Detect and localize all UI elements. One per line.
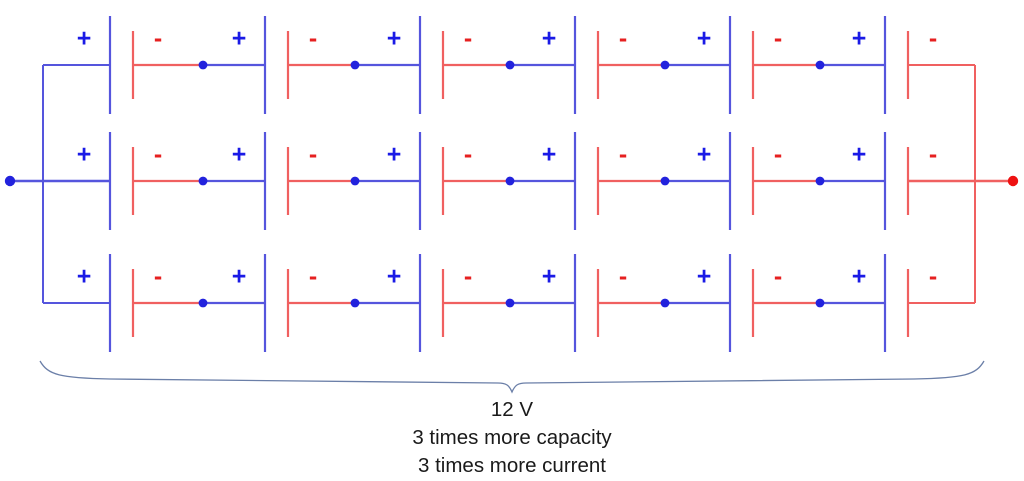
- caption-block: 12 V 3 times more capacity 3 times more …: [412, 398, 612, 477]
- row2-cell-1: - +: [131, 132, 267, 230]
- row2-cell2-plus-label: +: [387, 141, 402, 169]
- row1-cell5-junction-dot: [815, 60, 825, 70]
- caption-voltage: 12 V: [491, 398, 533, 421]
- row1-cell1-plus-label: +: [232, 25, 247, 53]
- row3-cell-4: - +: [596, 254, 732, 352]
- row3-cell1-minus-label: -: [154, 263, 162, 291]
- row1-cell1-junction-dot: [198, 60, 208, 70]
- row1-lead-plus-label: +: [77, 25, 92, 53]
- row2-cell5-minus-label: -: [774, 141, 782, 169]
- right-negative-bus: [908, 64, 1019, 304]
- row1-cell-4: - +: [596, 16, 732, 114]
- row3-cell2-minus-label: -: [309, 263, 317, 291]
- row1-cell4-junction-dot: [660, 60, 670, 70]
- row3-trail-minus-label: -: [929, 263, 937, 291]
- row3-cell-2: - +: [286, 254, 422, 352]
- row3-cell4-minus-label: -: [619, 263, 627, 291]
- row1-cell1-minus-label: -: [154, 25, 162, 53]
- row2-lead-plus-label: +: [77, 141, 92, 169]
- row2-cell4-minus-label: -: [619, 141, 627, 169]
- row1-cell2-minus-label: -: [309, 25, 317, 53]
- row2-cell3-junction-dot: [505, 176, 515, 186]
- row2-cell2-minus-label: -: [309, 141, 317, 169]
- brace-path: [39, 360, 985, 394]
- row1-cell-5: - +: [751, 16, 887, 114]
- row3-cell5-plus-label: +: [852, 263, 867, 291]
- caption-capacity: 3 times more capacity: [412, 426, 612, 449]
- row2-cell-4: - +: [596, 132, 732, 230]
- row1-cell-3: - +: [441, 16, 577, 114]
- row3-cell3-minus-label: -: [464, 263, 472, 291]
- row1-cell2-plus-label: +: [387, 25, 402, 53]
- row3-cell1-junction-dot: [198, 298, 208, 308]
- row1-cell4-minus-label: -: [619, 25, 627, 53]
- row1-cell5-plus-label: +: [852, 25, 867, 53]
- row3-cell2-junction-dot: [350, 298, 360, 308]
- row2-cell3-minus-label: -: [464, 141, 472, 169]
- row3-lead-plus-label: +: [77, 263, 92, 291]
- battery-row-2: + - + - +: [77, 132, 937, 230]
- row3-cell-3: - +: [441, 254, 577, 352]
- row1-cell5-minus-label: -: [774, 25, 782, 53]
- row2-cell-5: - +: [751, 132, 887, 230]
- row1-cell3-plus-label: +: [542, 25, 557, 53]
- row2-cell1-minus-label: -: [154, 141, 162, 169]
- row2-cell-2: - +: [286, 132, 422, 230]
- row3-cell3-plus-label: +: [542, 263, 557, 291]
- negative-terminal-dot: [1007, 175, 1019, 187]
- row3-cell3-junction-dot: [505, 298, 515, 308]
- row1-cell3-minus-label: -: [464, 25, 472, 53]
- caption-current: 3 times more current: [418, 454, 606, 477]
- row1-cell2-junction-dot: [350, 60, 360, 70]
- row1-cell-1: - +: [131, 16, 267, 114]
- row2-cell2-junction-dot: [350, 176, 360, 186]
- row3-cell2-plus-label: +: [387, 263, 402, 291]
- row2-cell4-plus-label: +: [697, 141, 712, 169]
- row2-cell1-plus-label: +: [232, 141, 247, 169]
- positive-terminal-dot: [4, 175, 16, 187]
- row3-cell5-junction-dot: [815, 298, 825, 308]
- row1-cell3-junction-dot: [505, 60, 515, 70]
- battery-row-3: + - + - +: [77, 254, 937, 352]
- row2-trail-minus-label: -: [929, 141, 937, 169]
- span-brace: [39, 360, 985, 394]
- row2-cell5-plus-label: +: [852, 141, 867, 169]
- row2-cell4-junction-dot: [660, 176, 670, 186]
- row3-cell4-junction-dot: [660, 298, 670, 308]
- row3-cell5-minus-label: -: [774, 263, 782, 291]
- row2-cell1-junction-dot: [198, 176, 208, 186]
- row2-cell-3: - +: [441, 132, 577, 230]
- row1-cell-2: - +: [286, 16, 422, 114]
- left-positive-bus: [4, 64, 110, 304]
- row3-cell-5: - +: [751, 254, 887, 352]
- row3-cell1-plus-label: +: [232, 263, 247, 291]
- row1-trail-minus-label: -: [929, 25, 937, 53]
- row3-cell-1: - +: [131, 254, 267, 352]
- row2-cell5-junction-dot: [815, 176, 825, 186]
- row1-cell4-plus-label: +: [697, 25, 712, 53]
- battery-row-1: + - + - +: [77, 16, 937, 114]
- row3-cell4-plus-label: +: [697, 263, 712, 291]
- row2-cell3-plus-label: +: [542, 141, 557, 169]
